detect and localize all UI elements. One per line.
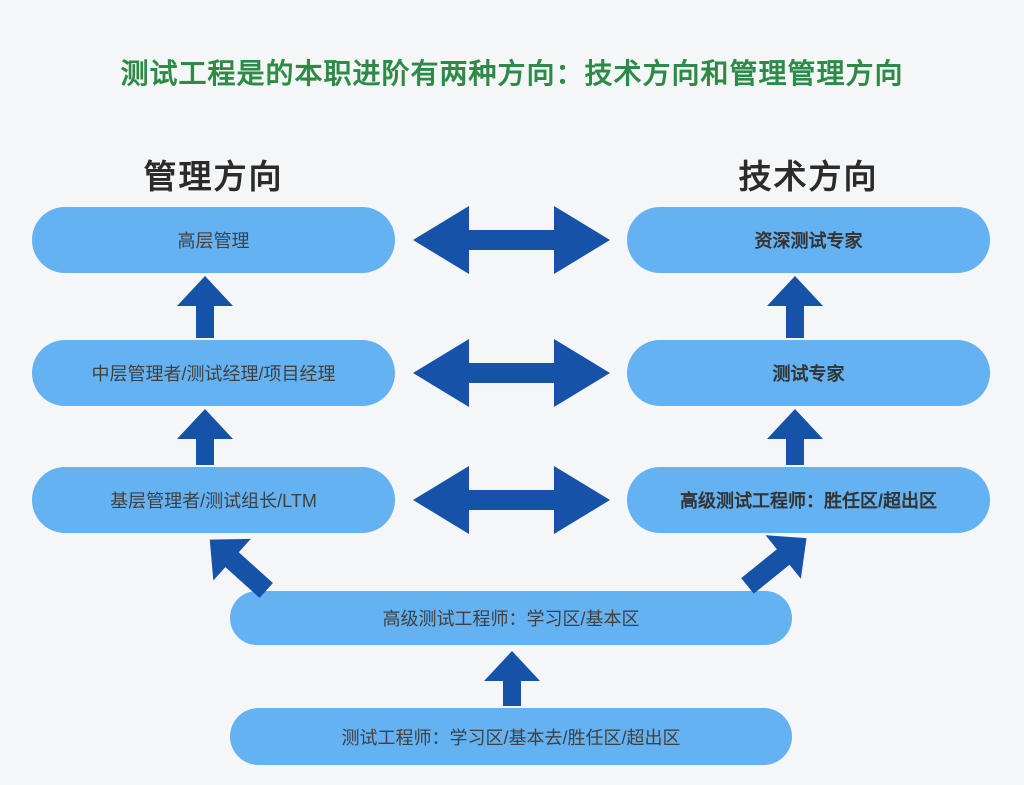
node-middle-management: 中层管理者/测试经理/项目经理 — [32, 340, 395, 406]
node-senior-test-engineer-competent: 高级测试工程师：胜任区/超出区 — [627, 467, 990, 533]
node-senior-test-expert: 资深测试专家 — [627, 207, 990, 273]
node-test-expert: 测试专家 — [627, 340, 990, 406]
node-top-management: 高层管理 — [32, 207, 395, 273]
double-arrow-icon — [413, 466, 610, 534]
up-arrow-icon — [767, 276, 823, 338]
node-line-management: 基层管理者/测试组长/LTM — [32, 467, 395, 533]
up-arrow-icon — [177, 276, 233, 338]
up-arrow-icon — [767, 409, 823, 465]
node-test-engineer: 测试工程师：学习区/基本去/胜任区/超出区 — [230, 708, 792, 765]
technical-direction-heading: 技术方向 — [738, 158, 879, 195]
management-direction-heading: 管理方向 — [143, 158, 284, 195]
node-senior-test-engineer-learning: 高级测试工程师：学习区/基本区 — [230, 591, 792, 645]
double-arrow-icon — [413, 339, 610, 407]
up-arrow-icon — [484, 651, 540, 706]
up-arrow-icon — [177, 409, 233, 465]
page-title: 测试工程是的本职进阶有两种方向：技术方向和管理管理方向 — [120, 58, 904, 89]
double-arrow-icon — [413, 206, 610, 274]
